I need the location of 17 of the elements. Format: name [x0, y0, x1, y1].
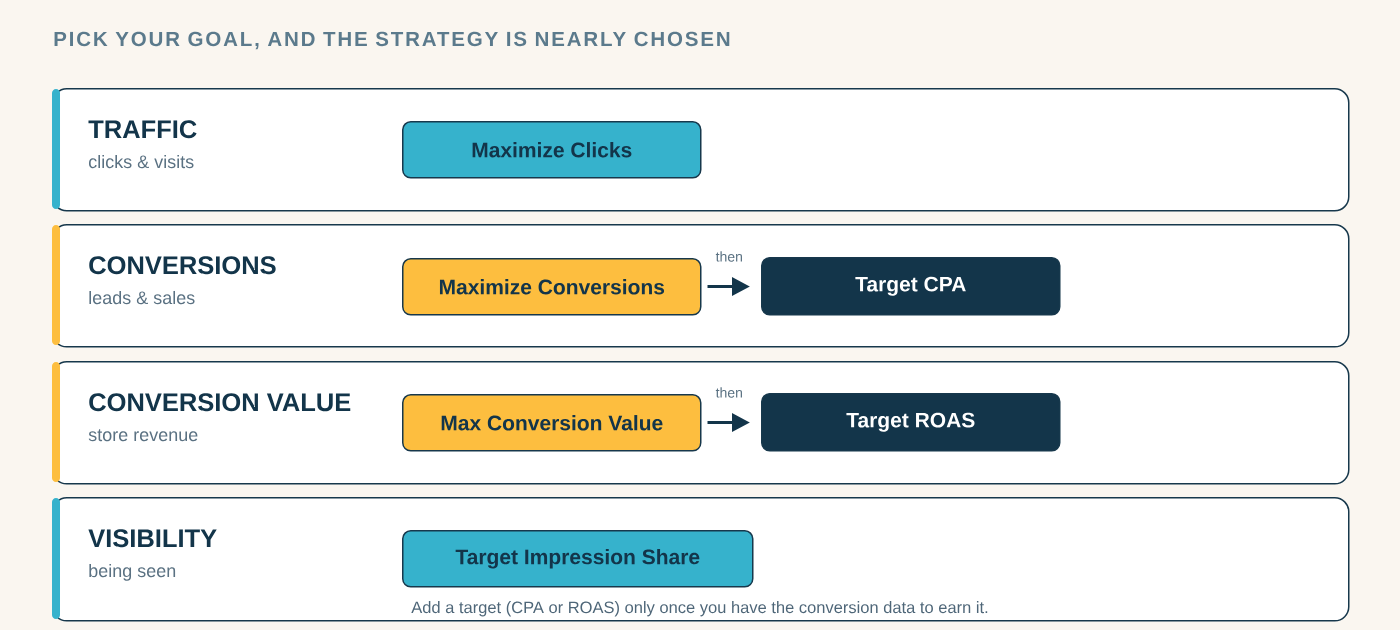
edge-label: then [714, 386, 744, 399]
card-subtitle: clicks & visits [88, 154, 194, 169]
edge-label: then [714, 250, 744, 263]
strategy-box: Maximize Clicks [402, 121, 702, 179]
strategy-box: Target CPA [761, 257, 1061, 316]
card-heading: CONVERSIONS [89, 256, 276, 275]
strategy-box: Maximize Conversions [402, 258, 702, 316]
card-heading: VISIBILITY [88, 529, 217, 548]
strategy-box: Target Impression Share [402, 530, 754, 588]
card-subtitle: leads & sales [89, 290, 195, 305]
card-subtitle: being seen [89, 563, 176, 581]
card-subtitle: store revenue [88, 429, 198, 442]
strategy-box: Target ROAS [761, 393, 1061, 452]
card-heading: TRAFFIC [88, 120, 197, 139]
strategy-box: Max Conversion Value [402, 394, 702, 452]
title: PICK YOUR GOAL, AND THE STRATEGY IS NEARLY CHOSEN [54, 31, 730, 50]
card-heading: CONVERSION VALUE [89, 393, 351, 412]
